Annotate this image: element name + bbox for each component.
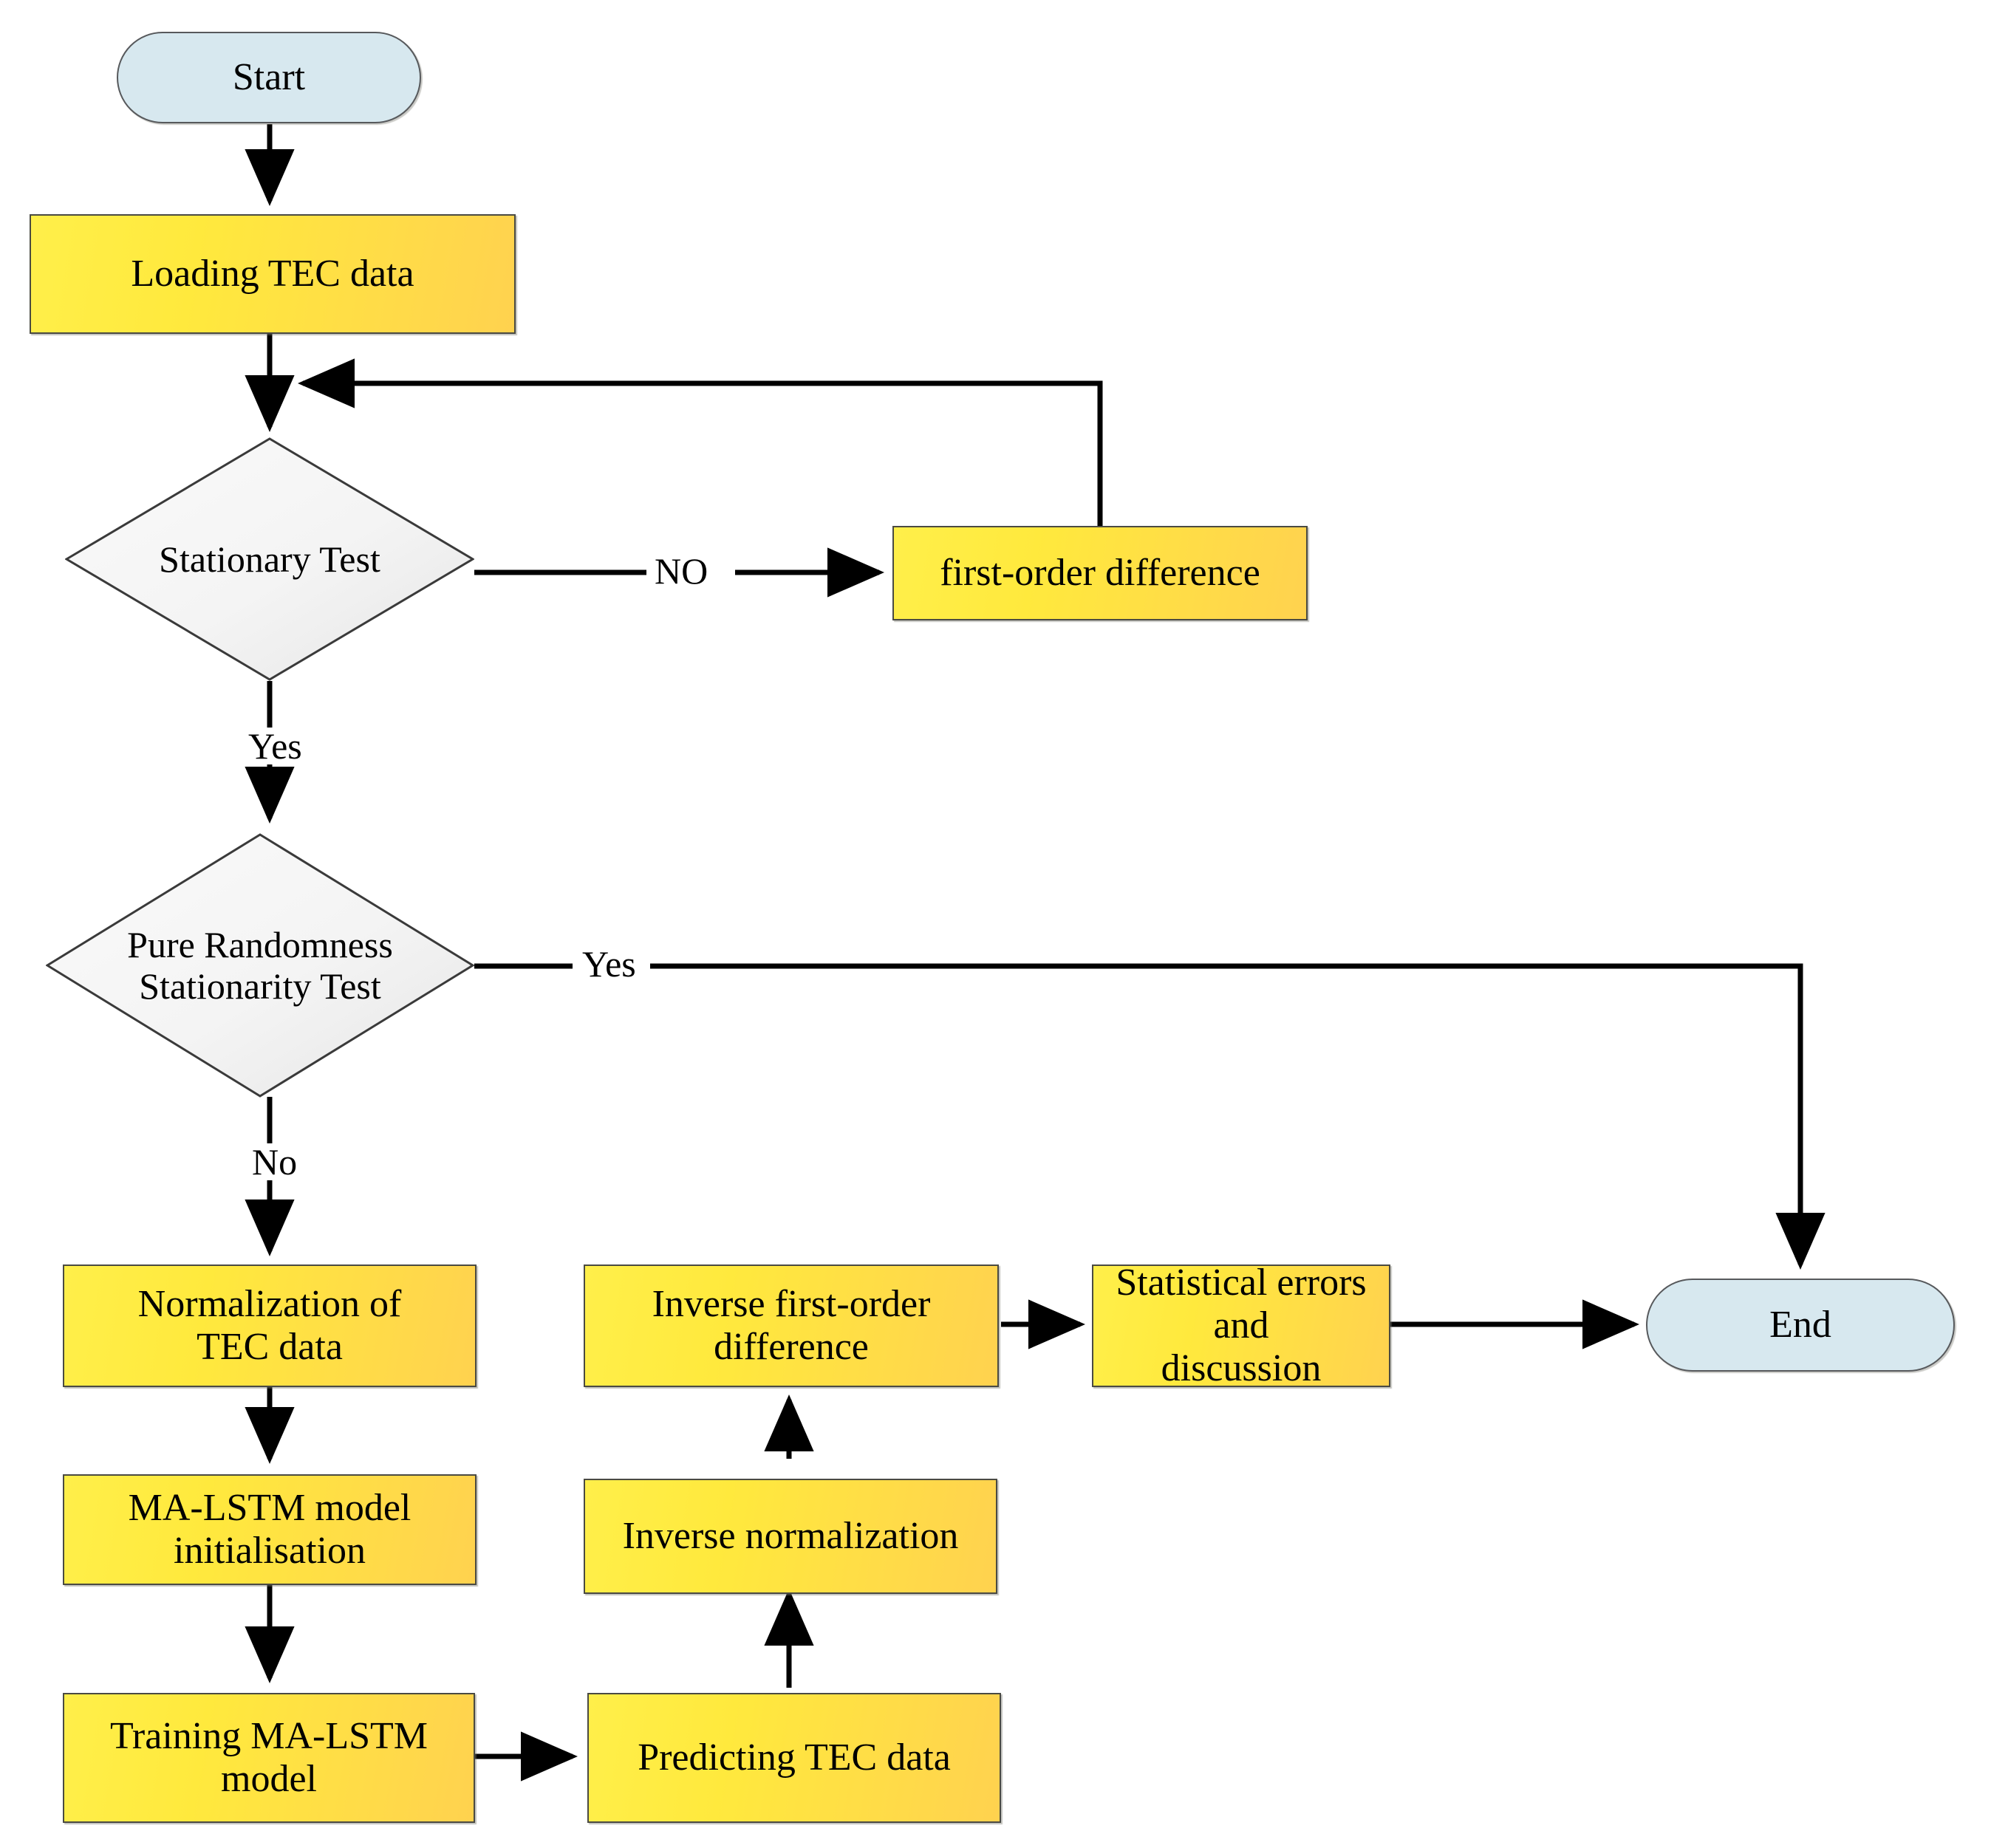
node-statistical-errors-discussion-label: Statistical errors and discussion — [1116, 1261, 1367, 1390]
node-start[interactable]: Start — [117, 32, 421, 123]
node-normalization-tec-data-label: Normalization of TEC data — [137, 1282, 402, 1368]
diamond-shape — [65, 437, 474, 681]
node-end-label: End — [1769, 1303, 1831, 1346]
edge-label-stationary-no: NO — [650, 552, 713, 589]
node-pure-randomness-test[interactable]: Pure Randomness Stationarity Test — [46, 833, 474, 1098]
edge-label-randomness-yes: Yes — [578, 945, 641, 982]
node-end[interactable]: End — [1646, 1279, 1955, 1372]
edge-label-randomness-no: No — [247, 1143, 302, 1180]
node-training-ma-lstm-model[interactable]: Training MA-LSTM model — [63, 1693, 475, 1823]
node-start-label: Start — [232, 55, 306, 98]
node-inverse-first-order-difference-label: Inverse first-order difference — [652, 1282, 931, 1368]
node-first-order-difference[interactable]: first-order difference — [892, 526, 1308, 620]
node-normalization-tec-data[interactable]: Normalization of TEC data — [63, 1264, 477, 1387]
edge-label-stationary-yes: Yes — [244, 728, 307, 764]
node-predicting-tec-data-label: Predicting TEC data — [638, 1736, 951, 1779]
node-stationary-test-label: Stationary Test — [159, 538, 380, 580]
node-first-order-difference-label: first-order difference — [940, 551, 1260, 594]
node-loading-tec-data[interactable]: Loading TEC data — [30, 214, 516, 334]
node-loading-tec-data-label: Loading TEC data — [131, 252, 414, 295]
node-statistical-errors-discussion[interactable]: Statistical errors and discussion — [1092, 1262, 1390, 1389]
node-ma-lstm-model-initialisation[interactable]: MA-LSTM model initialisation — [63, 1474, 477, 1585]
node-ma-lstm-model-initialisation-label: MA-LSTM model initialisation — [128, 1486, 411, 1572]
node-stationary-test[interactable]: Stationary Test — [65, 437, 474, 681]
diamond-shape — [46, 833, 474, 1098]
edge-randomness-yes-to-end — [650, 963, 1826, 1270]
node-training-ma-lstm-model-label: Training MA-LSTM model — [109, 1714, 428, 1800]
node-inverse-normalization[interactable]: Inverse normalization — [584, 1479, 997, 1594]
node-inverse-first-order-difference[interactable]: Inverse first-order difference — [584, 1264, 999, 1387]
node-predicting-tec-data[interactable]: Predicting TEC data — [587, 1693, 1001, 1823]
node-inverse-normalization-label: Inverse normalization — [622, 1514, 959, 1557]
node-pure-randomness-test-label: Pure Randomness Stationarity Test — [127, 924, 393, 1007]
